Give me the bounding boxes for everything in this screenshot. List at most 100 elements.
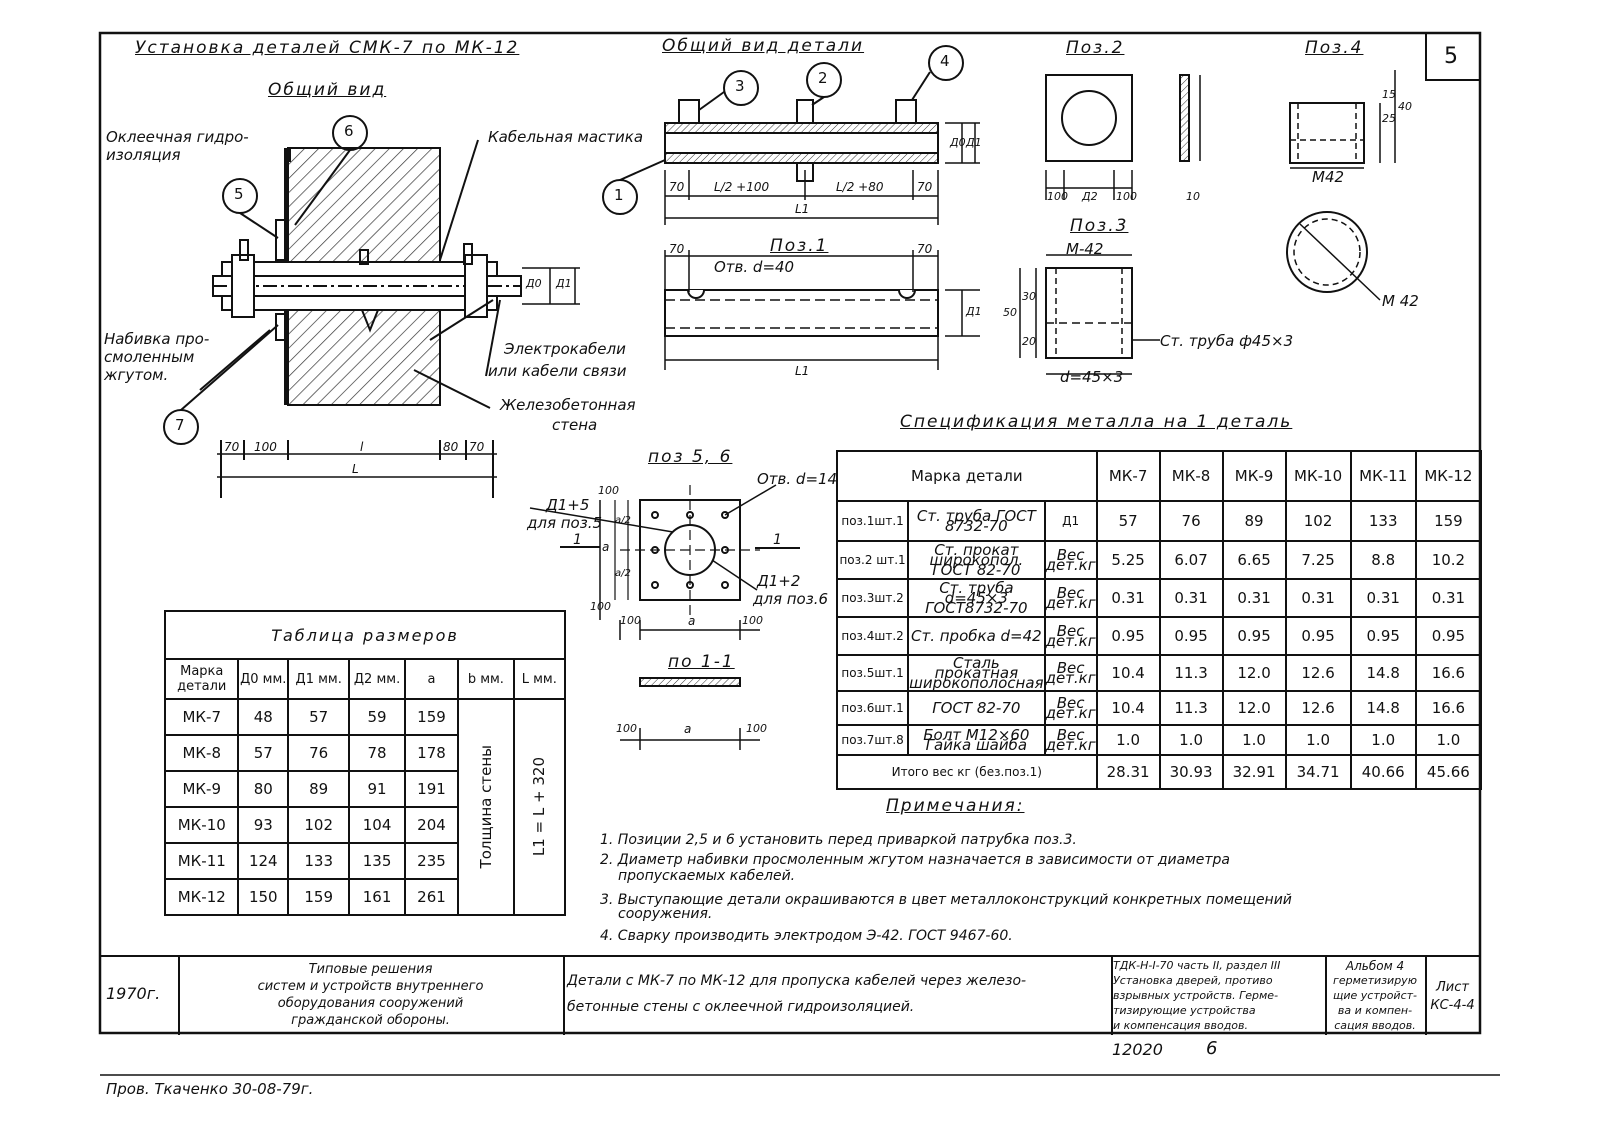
pos56-title: поз 5, 6 bbox=[648, 447, 733, 467]
sizes-cell: 104 bbox=[348, 806, 406, 844]
sizes-cell: 80 bbox=[237, 770, 290, 808]
pos1-view bbox=[664, 250, 980, 370]
dim-100-b: 100 bbox=[1047, 190, 1068, 203]
spec-pos: поз.3шт.2 bbox=[835, 578, 910, 618]
balloon-3: 3 bbox=[735, 77, 745, 95]
spec-val: 0.95 bbox=[1221, 616, 1287, 656]
stamp-desc-cell: Детали с МК-7 по МК-12 для пропуска кабе… bbox=[563, 957, 1113, 1035]
sizes-cell: МК-8 bbox=[163, 734, 240, 772]
callout-d1plus2: Д1+2 bbox=[757, 572, 801, 590]
spec-val: 6.65 bbox=[1221, 540, 1287, 580]
spec-val: 6.07 bbox=[1158, 540, 1224, 580]
callout-wall-2: стена bbox=[552, 416, 598, 434]
callout-waterproofing: Оклеечная гидро- bbox=[106, 128, 249, 146]
spec-val: 12.0 bbox=[1221, 690, 1287, 726]
spec-table-title: Спецификация металла на 1 деталь bbox=[900, 412, 1293, 432]
spec-val: 0.31 bbox=[1221, 578, 1287, 618]
stamp-org-3: оборудования сооружений bbox=[277, 996, 464, 1011]
spec-mark: МК-8 bbox=[1158, 450, 1224, 502]
under-stamp-code: 12020 bbox=[1112, 1040, 1163, 1059]
spec-pos: поз.7шт.8 bbox=[835, 724, 910, 756]
stamp-ref-5: и компенсация вводов. bbox=[1113, 1019, 1249, 1032]
callout-hole14: Отв. d=14 bbox=[757, 470, 838, 488]
spec-total: 40.66 bbox=[1349, 754, 1417, 790]
spec-val: 14.8 bbox=[1349, 690, 1417, 726]
sizes-L-text: L1 = L + 320 bbox=[530, 757, 549, 857]
spec-pos: поз.2 шт.1 bbox=[835, 540, 910, 580]
stamp-ref-4: тизирующие устройства bbox=[1113, 1004, 1256, 1017]
spec-pos: поз.5шт.1 bbox=[835, 654, 910, 692]
stamp-ref-cell: ТДК-Н-I-70 часть II, раздел III Установк… bbox=[1111, 957, 1327, 1035]
dim-70-c: 70 bbox=[669, 180, 685, 194]
dim-a-sec: а bbox=[684, 722, 692, 736]
spec-val: 1.0 bbox=[1349, 724, 1417, 756]
spec-val: 89 bbox=[1221, 500, 1287, 542]
spec-mark: МК-12 bbox=[1414, 450, 1483, 502]
stamp-album-2: герметизирую bbox=[1333, 974, 1417, 987]
dim-100-c: 100 bbox=[1116, 190, 1137, 203]
stamp-sheet-cell: Лист КС-4-4 bbox=[1425, 957, 1480, 1035]
balloon-2: 2 bbox=[818, 69, 828, 87]
sizes-header-d1: Д1 мм. bbox=[287, 658, 351, 700]
general-view bbox=[163, 115, 580, 498]
dim-70-d: 70 bbox=[917, 180, 933, 194]
spec-mark: МК-10 bbox=[1284, 450, 1352, 502]
spec-unit: Вес дет.кг bbox=[1043, 654, 1098, 692]
sizes-cell: 159 bbox=[287, 878, 351, 916]
spec-val: 16.6 bbox=[1414, 654, 1483, 692]
spec-val: 12.0 bbox=[1221, 654, 1287, 692]
dim-A1-gen: Д1 bbox=[556, 277, 572, 290]
dim-70-f: 70 bbox=[917, 242, 933, 256]
spec-val: 0.95 bbox=[1284, 616, 1352, 656]
balloon-6: 6 bbox=[344, 122, 354, 140]
sizes-cell: 150 bbox=[237, 878, 290, 916]
pos3-view bbox=[1019, 254, 1160, 375]
callout-packing-3: жгутом. bbox=[104, 366, 169, 384]
sizes-b-text: Толщина стены bbox=[476, 745, 495, 869]
spec-val: 7.25 bbox=[1284, 540, 1352, 580]
spec-val: 0.31 bbox=[1284, 578, 1352, 618]
sizes-cell: МК-10 bbox=[163, 806, 240, 844]
dim-A1-pos1: Д1 bbox=[966, 305, 982, 318]
pos56-view bbox=[529, 484, 800, 750]
sizes-cell: 102 bbox=[287, 806, 351, 844]
sizes-cell: 91 bbox=[348, 770, 406, 808]
dim-10: 10 bbox=[1186, 190, 1200, 203]
sizes-header-mark: Марка детали bbox=[163, 658, 240, 700]
callout-mastic: Кабельная мастика bbox=[488, 128, 644, 146]
sizes-cell: МК-11 bbox=[163, 842, 240, 880]
callout-packing: Набивка про- bbox=[104, 330, 210, 348]
pos3-title: Поз.3 bbox=[1070, 216, 1129, 236]
spec-pos: поз.4шт.2 bbox=[835, 616, 910, 656]
sizes-b-merged: Толщина стены bbox=[457, 698, 515, 916]
spec-pos: поз.6шт.1 bbox=[835, 690, 910, 726]
sizes-header-a: а bbox=[403, 658, 460, 700]
dim-25: 25 bbox=[1382, 112, 1396, 125]
stamp-album-cell: Альбом 4 герметизирую щие устройст- ва и… bbox=[1325, 957, 1427, 1035]
spec-val: 11.3 bbox=[1158, 690, 1224, 726]
under-stamp-num: 6 bbox=[1206, 1038, 1218, 1059]
dim-half100: L/2 +100 bbox=[714, 180, 770, 194]
spec-total: 34.71 bbox=[1284, 754, 1352, 790]
balloon-5: 5 bbox=[234, 185, 244, 203]
callout-m42-pos3: М-42 bbox=[1066, 240, 1104, 258]
spec-mat: Ст. прокат широкопол. ГОСТ 82-70 bbox=[907, 540, 1046, 580]
dim-20: 20 bbox=[1022, 335, 1036, 348]
spec-mark: МК-11 bbox=[1349, 450, 1417, 502]
dim-100-a: 100 bbox=[254, 440, 277, 454]
dim-100-h: 100 bbox=[616, 722, 637, 735]
spec-val: 14.8 bbox=[1349, 654, 1417, 692]
note-4: 4. Сварку производить электродом Э-42. Г… bbox=[600, 928, 1013, 944]
sizes-cell: 48 bbox=[237, 698, 290, 736]
dim-A0: Д0 bbox=[526, 277, 542, 290]
dim-half80: L/2 +80 bbox=[836, 180, 884, 194]
dim-70-b: 70 bbox=[469, 440, 485, 454]
callout-hole40: Отв. d=40 bbox=[714, 258, 795, 276]
balloon-7: 7 bbox=[175, 416, 185, 434]
spec-val: 11.3 bbox=[1158, 654, 1224, 692]
spec-mark: МК-9 bbox=[1221, 450, 1287, 502]
sizes-cell: 191 bbox=[403, 770, 460, 808]
spec-pos: поз.1шт.1 bbox=[835, 500, 910, 542]
detail-view bbox=[602, 45, 980, 225]
